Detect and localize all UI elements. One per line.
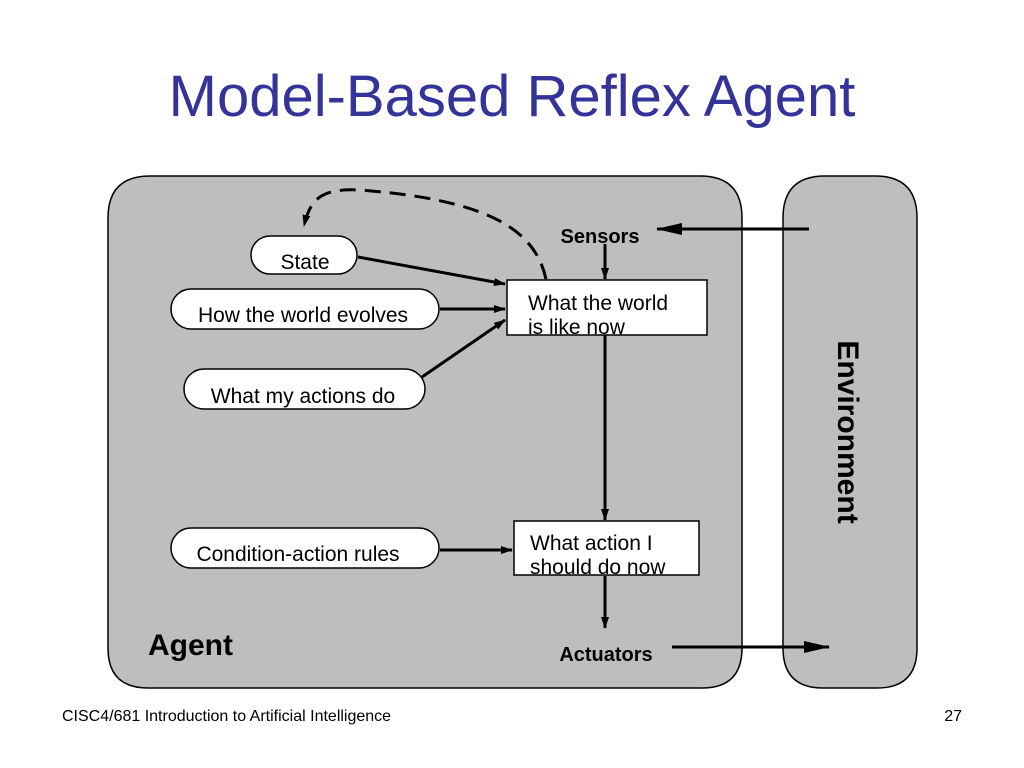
footer-course: CISC4/681 Introduction to Artificial Int… bbox=[62, 708, 392, 725]
state-label: State bbox=[280, 251, 329, 274]
slide-title: Model-Based Reflex Agent bbox=[168, 64, 856, 129]
sensors-label: Sensors bbox=[561, 226, 640, 248]
world-now-box bbox=[506, 279, 708, 336]
agent-panel bbox=[107, 175, 743, 689]
agent-label: Agent bbox=[148, 629, 233, 662]
actions-to-world-arrow bbox=[421, 318, 506, 379]
state-feedback-arrow bbox=[302, 188, 548, 280]
environment-panel bbox=[782, 175, 918, 689]
rules-label: Condition-action rules bbox=[196, 543, 399, 566]
page-number: 27 bbox=[944, 708, 962, 725]
actions-do-label: What my actions do bbox=[211, 385, 395, 408]
action-now-label-line2: should do now bbox=[530, 556, 666, 579]
state-to-world-arrow bbox=[357, 255, 506, 286]
actuators-label: Actuators bbox=[559, 644, 652, 666]
state-oval bbox=[250, 235, 358, 275]
environment-label: Environment bbox=[831, 340, 864, 523]
rules-oval bbox=[170, 527, 440, 569]
world-evolves-oval bbox=[170, 288, 440, 330]
world-now-label-line2: is like now bbox=[528, 316, 626, 339]
world-now-label-line1: What the world bbox=[528, 292, 668, 315]
world-evolves-label: How the world evolves bbox=[198, 304, 408, 327]
action-now-box bbox=[513, 520, 700, 576]
action-now-label-line1: What action I bbox=[530, 532, 653, 555]
actions-do-oval bbox=[183, 368, 426, 410]
